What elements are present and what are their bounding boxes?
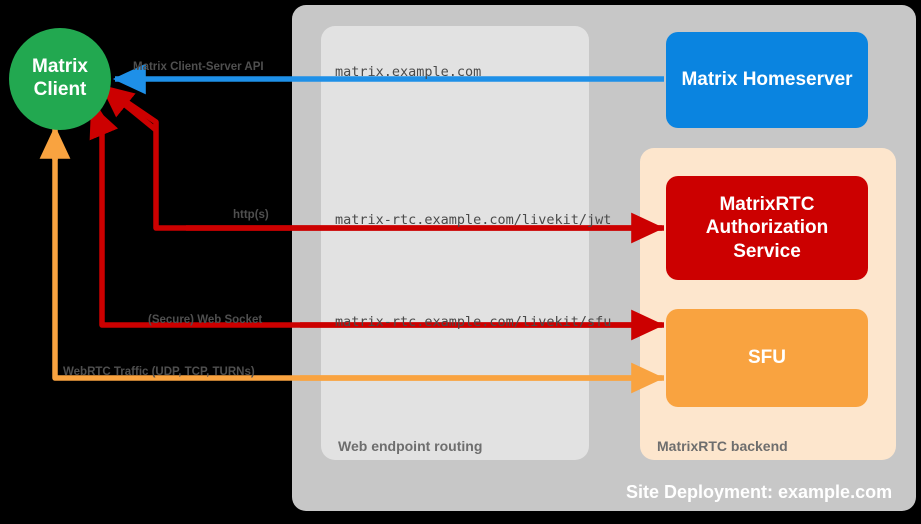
endpoint-url-matrix: matrix.example.com xyxy=(335,64,482,80)
auth-service-label-line1: MatrixRTC xyxy=(719,194,815,216)
matrix-client-node[interactable]: Matrix Client xyxy=(9,28,111,130)
sfu-label: SFU xyxy=(748,347,786,369)
matrix-homeserver-node[interactable]: Matrix Homeserver xyxy=(666,32,868,128)
matrix-client-label-line2: Client xyxy=(33,79,87,100)
matrixrtc-backend-caption: MatrixRTC backend xyxy=(657,438,788,454)
matrix-client-label-line1: Matrix xyxy=(32,56,88,78)
edge-label-http-s: http(s) xyxy=(233,209,269,221)
auth-service-label-line2: Authorization xyxy=(705,217,829,239)
web-endpoint-routing-panel xyxy=(321,26,589,460)
matrix-homeserver-label: Matrix Homeserver xyxy=(681,69,853,91)
endpoint-url-livekit-sfu: matrix-rtc.example.com/livekit/sfu xyxy=(335,314,612,330)
edge-label-secure-web-socket: (Secure) Web Socket xyxy=(148,314,263,326)
edge-label-webrtc-traffic: WebRTC Traffic (UDP, TCP, TURNs) xyxy=(63,366,255,378)
sfu-node[interactable]: SFU xyxy=(666,309,868,407)
matrixrtc-authorization-service-node[interactable]: MatrixRTC Authorization Service xyxy=(666,176,868,280)
arrow-http-s-to-auth-service xyxy=(98,81,664,231)
endpoint-url-livekit-jwt: matrix-rtc.example.com/livekit/jwt xyxy=(335,212,612,228)
auth-service-label-line3: Service xyxy=(733,240,801,262)
web-endpoint-routing-caption: Web endpoint routing xyxy=(338,438,483,454)
arrow-http-s-to-client-head xyxy=(100,83,158,133)
site-deployment-caption: Site Deployment: example.com xyxy=(626,482,893,502)
edge-label-client-server-api: Matrix Client-Server API xyxy=(133,61,264,73)
arrow-webrtc-traffic xyxy=(52,132,664,381)
